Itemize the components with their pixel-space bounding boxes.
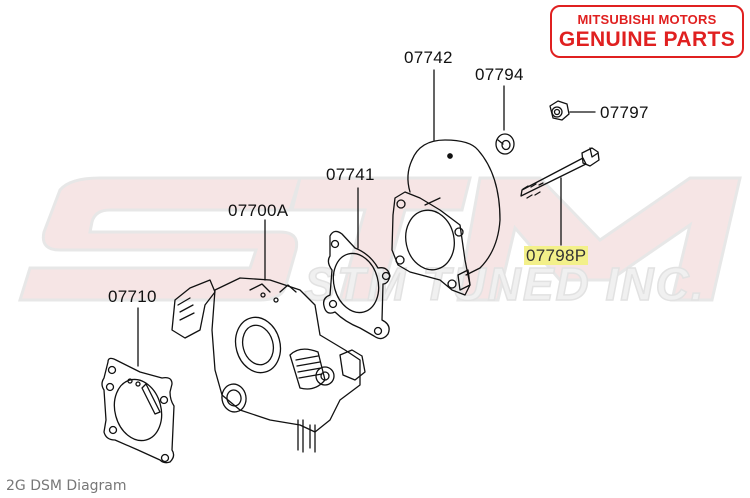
badge-title: GENUINE PARTS — [558, 28, 736, 51]
part-label-07797[interactable]: 07797 — [600, 103, 649, 122]
part-label-07710[interactable]: 07710 — [108, 287, 157, 306]
bolt-icon — [520, 147, 600, 199]
gasket-07710-icon — [101, 357, 175, 464]
part-label-07742[interactable]: 07742 — [404, 48, 453, 67]
part-label-07798p-highlighted[interactable]: 07798P — [524, 246, 589, 265]
diagram-caption: 2G DSM Diagram — [6, 478, 127, 494]
genuine-parts-badge: MITSUBISHI MOTORS GENUINE PARTS — [550, 5, 744, 58]
badge-brand: MITSUBISHI MOTORS — [577, 12, 717, 27]
gasket-07741-icon — [322, 230, 391, 340]
nut-icon — [549, 100, 570, 121]
throttle-body-icon — [171, 277, 366, 453]
throttle-cover-icon — [391, 139, 501, 296]
part-label-07741[interactable]: 07741 — [326, 165, 375, 184]
lock-washer-icon — [495, 133, 515, 155]
part-label-07700a[interactable]: 07700A — [228, 201, 289, 220]
part-label-07794[interactable]: 07794 — [475, 65, 524, 84]
